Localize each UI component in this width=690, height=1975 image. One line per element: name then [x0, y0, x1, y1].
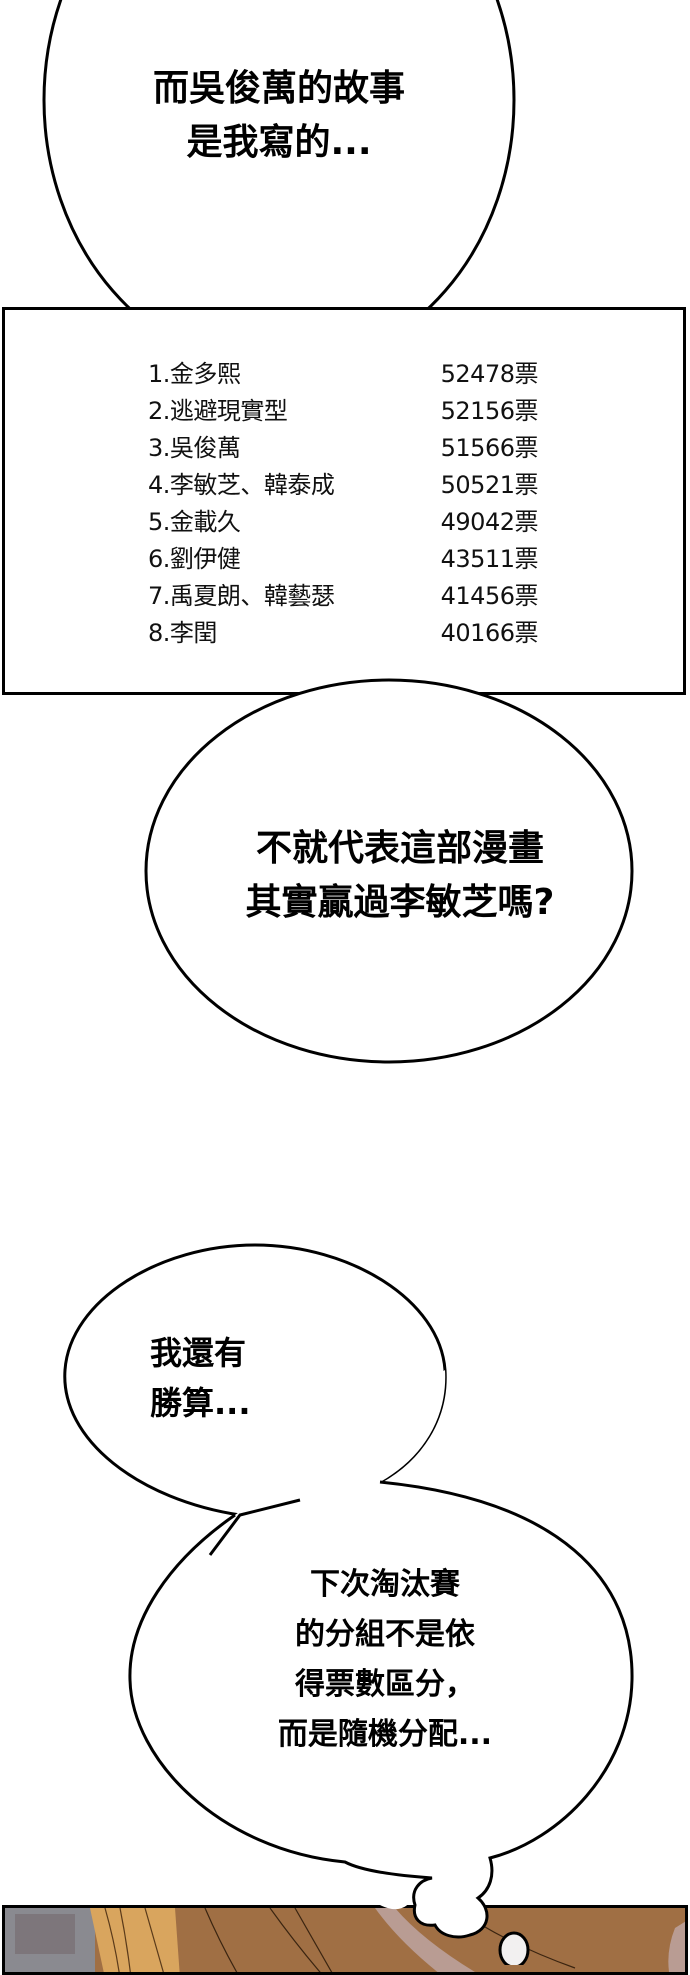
- rank-name: 逃避現實型: [169, 397, 288, 425]
- ranking-row: 6.劉伊健 43511票: [148, 541, 539, 578]
- rank-name: 金多熙: [169, 360, 241, 388]
- rank-votes: 50521票: [440, 471, 539, 499]
- ranking-row: 1.金多熙 52478票: [148, 356, 539, 393]
- rank-name: 吳俊萬: [169, 434, 241, 462]
- ranking-row: 7.禹夏朗、韓藝瑟 41456票: [148, 578, 539, 615]
- dialogue-line: 的分組不是依: [295, 1617, 475, 1652]
- ranking-row: 5.金載久 49042票: [148, 504, 539, 541]
- vote-ranking-box: 1.金多熙 52478票 2.逃避現實型 52156票 3.吳俊萬 51566票…: [2, 307, 686, 695]
- rank-name: 禹夏朗、韓藝瑟: [169, 582, 335, 610]
- rank-votes: 52478票: [440, 360, 539, 388]
- dialogue-line: 不就代表這部漫畫: [255, 828, 544, 869]
- speech-bubble-2-text: 不就代表這部漫畫 其實贏過李敏芝嗎?: [150, 822, 650, 930]
- dialogue-line: 是我寫的...: [186, 122, 372, 163]
- rank-number: 8.: [148, 619, 170, 647]
- dialogue-line: 其實贏過李敏芝嗎?: [245, 882, 555, 923]
- dialogue-line: 而吳俊萬的故事: [152, 68, 405, 109]
- rank-number: 4.: [148, 471, 170, 499]
- dialogue-line: 下次淘汰賽: [310, 1567, 460, 1602]
- dialogue-line: 得票數區分，: [295, 1667, 475, 1702]
- ranking-row: 2.逃避現實型 52156票: [148, 393, 539, 430]
- speech-bubble-1-text: 而吳俊萬的故事 是我寫的...: [44, 62, 514, 170]
- ranking-row: 3.吳俊萬 51566票: [148, 430, 539, 467]
- rank-name: 李閏: [169, 619, 218, 647]
- rank-name: 李敏芝、韓泰成: [169, 471, 335, 499]
- rank-number: 6.: [148, 545, 170, 573]
- rank-votes: 51566票: [440, 434, 539, 462]
- vote-ranking-list: 1.金多熙 52478票 2.逃避現實型 52156票 3.吳俊萬 51566票…: [148, 356, 539, 652]
- rank-votes: 52156票: [440, 397, 539, 425]
- ranking-row: 8.李閏 40166票: [148, 615, 539, 652]
- rank-name: 金載久: [169, 508, 241, 536]
- rank-number: 1.: [148, 360, 170, 388]
- speech-bubble-3-text: 我還有 勝算...: [150, 1328, 330, 1428]
- rank-votes: 40166票: [440, 619, 539, 647]
- dialogue-line: 勝算...: [150, 1384, 251, 1422]
- rank-number: 3.: [148, 434, 170, 462]
- rank-votes: 41456票: [440, 582, 539, 610]
- dialogue-line: 我還有: [150, 1334, 247, 1372]
- rank-number: 5.: [148, 508, 170, 536]
- speech-bubble-4-text: 下次淘汰賽 的分組不是依 得票數區分， 而是隨機分配...: [160, 1560, 610, 1760]
- rank-votes: 43511票: [440, 545, 539, 573]
- rank-number: 7.: [148, 582, 170, 610]
- dialogue-line: 而是隨機分配...: [277, 1717, 493, 1752]
- rank-votes: 49042票: [440, 508, 539, 536]
- ranking-row: 4.李敏芝、韓泰成 50521票: [148, 467, 539, 504]
- rank-name: 劉伊健: [169, 545, 241, 573]
- rank-number: 2.: [148, 397, 170, 425]
